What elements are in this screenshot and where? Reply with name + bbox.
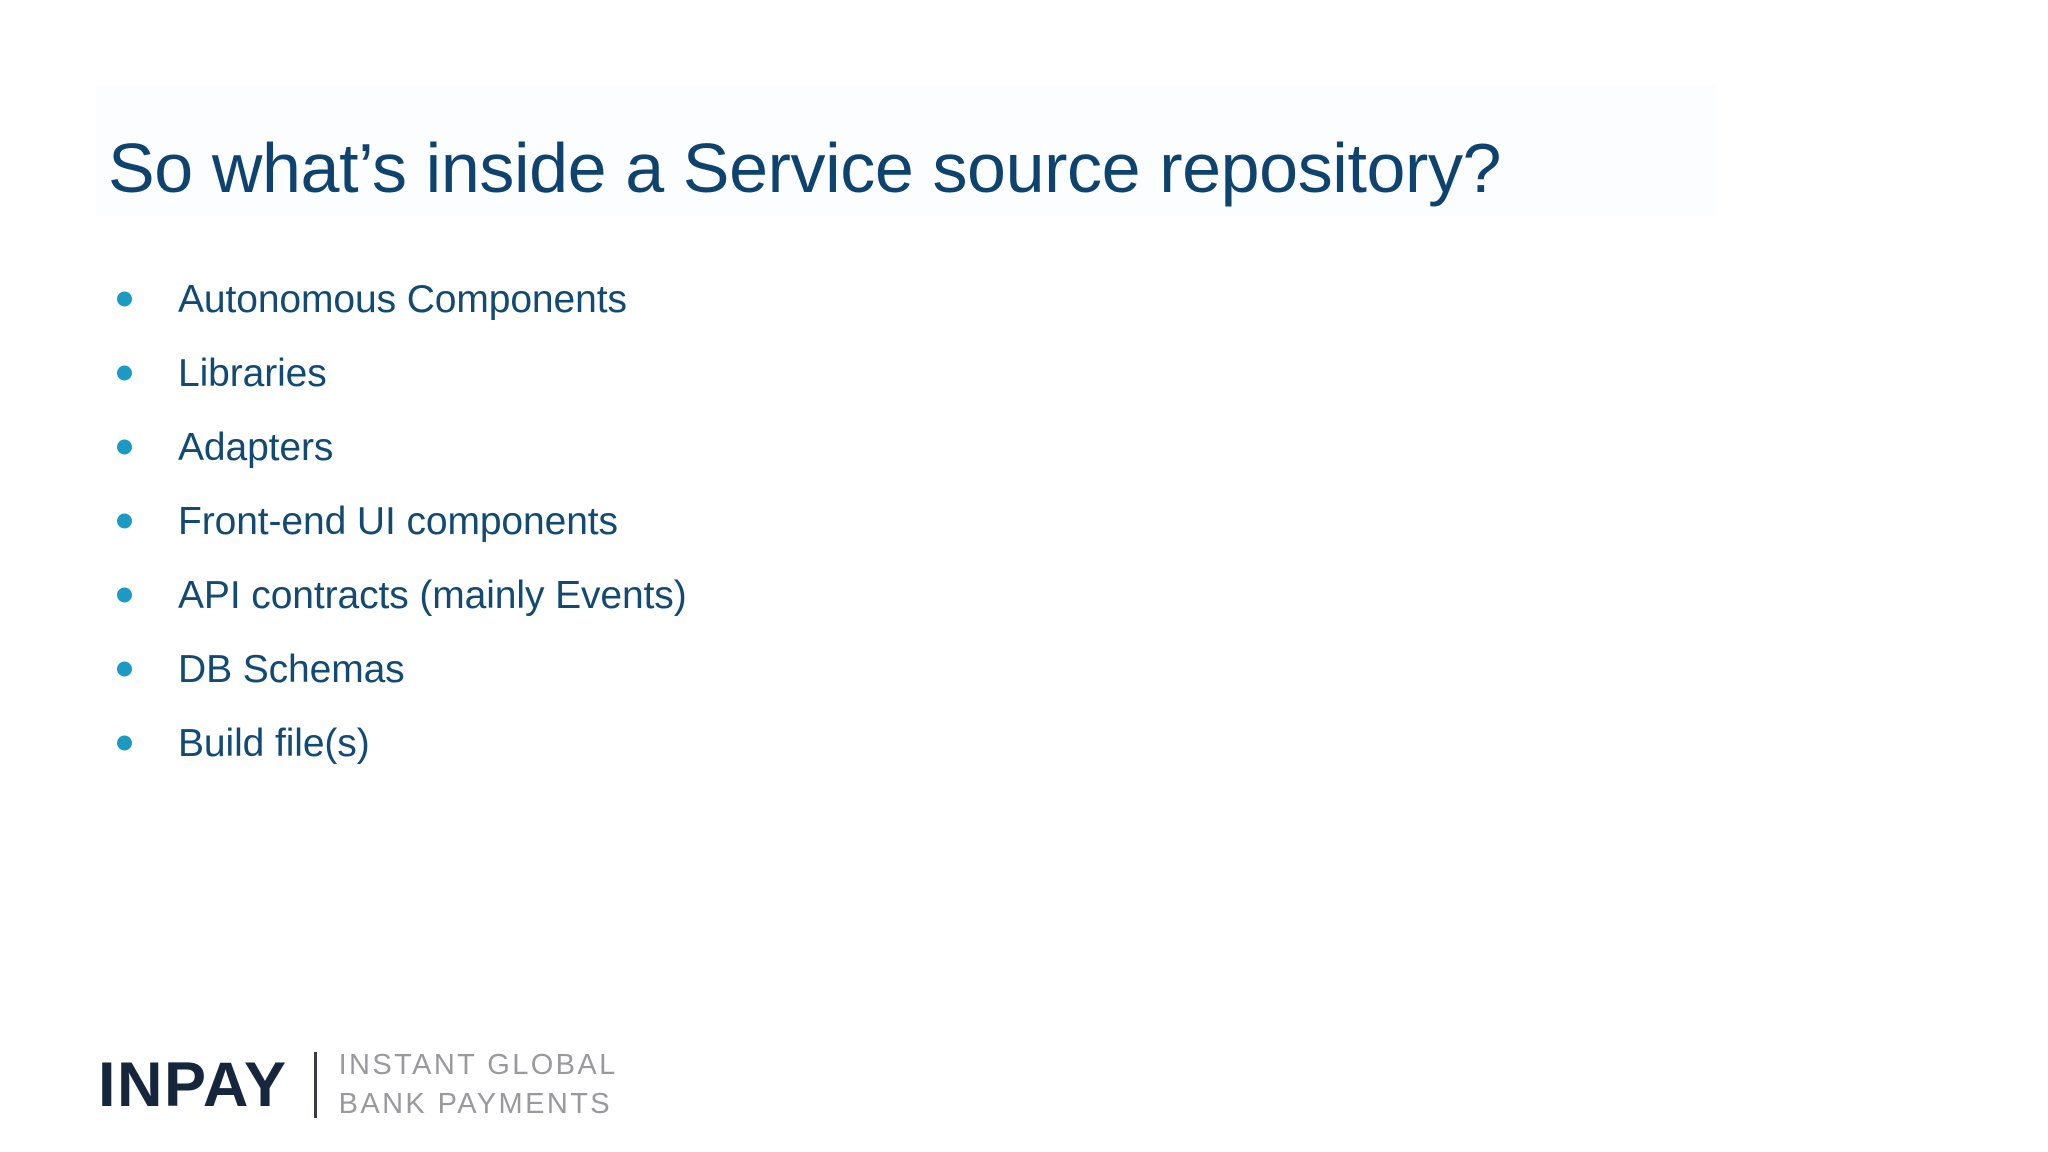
list-item-label: Adapters xyxy=(178,425,334,469)
list-item-label: Build file(s) xyxy=(178,721,370,765)
bullet-list: Autonomous Components Libraries Adapters… xyxy=(0,262,1900,780)
bullet-dot-icon xyxy=(117,513,132,529)
list-item: Libraries xyxy=(0,336,1900,410)
list-item-label: Libraries xyxy=(178,351,327,395)
bullet-dot-icon xyxy=(117,291,132,307)
logo-tagline-line-2: BANK PAYMENTS xyxy=(338,1088,613,1120)
list-item-label: DB Schemas xyxy=(178,647,405,691)
bullet-dot-icon xyxy=(117,439,132,455)
inpay-logo: INPAY INSTANT GLOBAL BANK PAYMENTS xyxy=(98,1046,618,1124)
list-item: Autonomous Components xyxy=(0,262,1900,336)
list-item-label: API contracts (mainly Events) xyxy=(178,573,687,617)
logo-wordmark: INPAY xyxy=(98,1049,288,1120)
logo-tagline: INSTANT GLOBAL BANK PAYMENTS xyxy=(339,1046,618,1124)
logo-tagline-line-1: INSTANT GLOBAL xyxy=(338,1049,618,1082)
list-item-label: Front-end UI components xyxy=(178,499,618,543)
list-item: Front-end UI components xyxy=(0,484,1900,558)
bullet-dot-icon xyxy=(117,661,132,677)
bullet-dot-icon xyxy=(117,365,132,381)
bullet-dot-icon xyxy=(117,587,132,603)
logo-divider xyxy=(313,1052,317,1118)
bullet-dot-icon xyxy=(117,735,132,751)
list-item: API contracts (mainly Events) xyxy=(0,558,1900,632)
list-item-label: Autonomous Components xyxy=(178,277,627,321)
list-item: Adapters xyxy=(0,410,1900,484)
list-item: Build file(s) xyxy=(0,706,1900,780)
list-item: DB Schemas xyxy=(0,632,1900,706)
page-title: So what’s inside a Service source reposi… xyxy=(108,128,1502,207)
